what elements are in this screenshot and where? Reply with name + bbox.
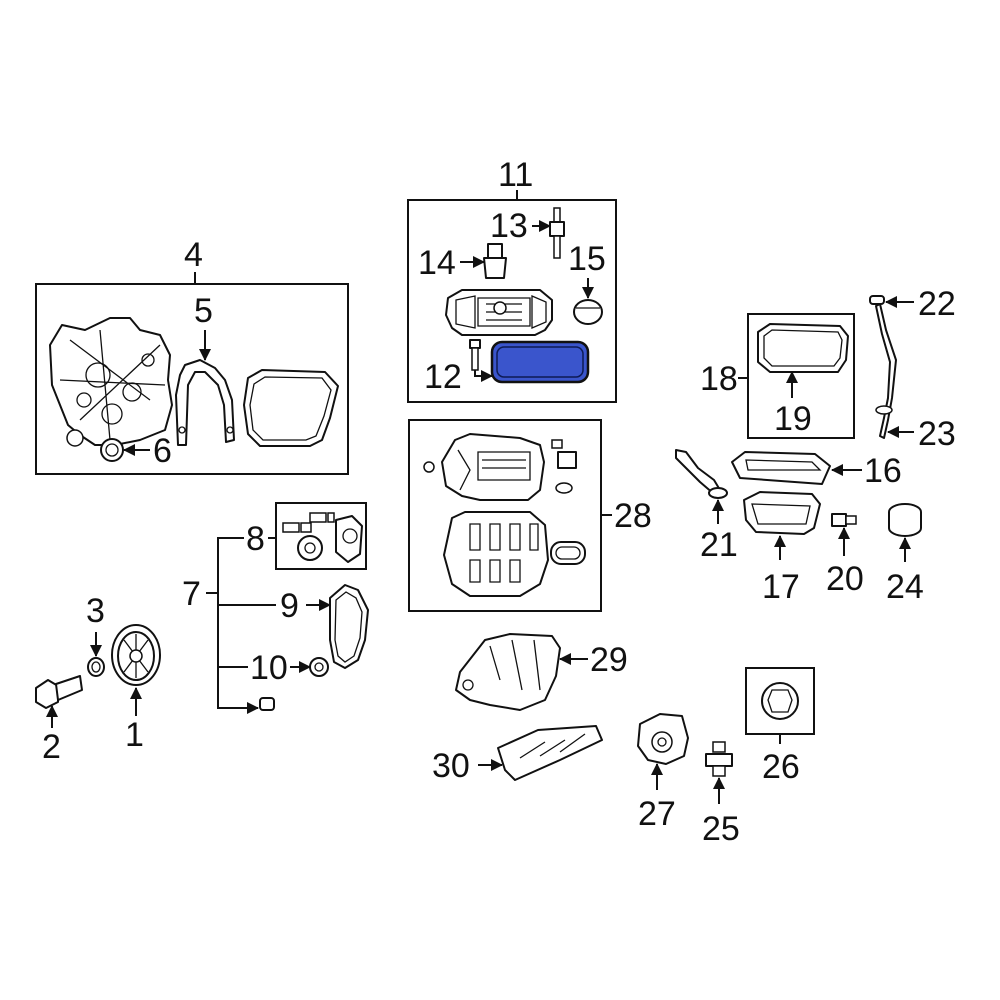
oil-pan-upper-part-16[interactable]: [731, 451, 831, 485]
callout-25: 25: [702, 810, 740, 848]
callout-30: 30: [432, 747, 470, 785]
damper-bolt-part-2[interactable]: [35, 675, 83, 709]
callout-17: 17: [762, 568, 800, 606]
callout-21: 21: [700, 526, 738, 564]
oil-pan-gasket-part-19[interactable]: [757, 323, 849, 373]
callout-18: 18: [700, 360, 738, 398]
callout-23: 23: [918, 415, 956, 453]
callout-labels: 1 2 3 4 5 6 7 8 9 10 11 12 13 14 15 16 1…: [42, 156, 956, 848]
timing-cover-gasket-part[interactable]: [175, 359, 235, 446]
timing-cover-part[interactable]: [49, 317, 173, 447]
callout-15: 15: [568, 240, 606, 278]
oil-filter-part-24[interactable]: [888, 503, 922, 537]
callout-12: 12: [424, 358, 462, 396]
valve-cover-gasket-part-highlighted[interactable]: [490, 340, 590, 384]
intake-manifold-lower-part-28[interactable]: [443, 511, 549, 597]
leader-lines: [46, 190, 914, 804]
callout-19: 19: [774, 400, 812, 438]
valve-cover-part[interactable]: [445, 289, 553, 336]
oil-pan-gasket-part-4[interactable]: [243, 369, 339, 447]
callout-29: 29: [590, 641, 628, 679]
callout-16: 16: [864, 452, 902, 490]
crank-seal-part-6[interactable]: [100, 438, 124, 462]
crankshaft-damper-part-1[interactable]: [111, 624, 161, 686]
dipstick-tube-part-23[interactable]: [875, 303, 897, 439]
callout-2: 2: [42, 728, 61, 766]
bolt-part-12[interactable]: [469, 339, 481, 371]
pcv-valve-part-13[interactable]: [549, 207, 565, 259]
callout-28: 28: [614, 497, 652, 535]
callout-8: 8: [246, 520, 265, 558]
callout-20: 20: [826, 560, 864, 598]
callout-1: 1: [125, 716, 144, 754]
callout-7: 7: [182, 575, 201, 613]
callout-26: 26: [762, 748, 800, 786]
callout-22: 22: [918, 285, 956, 323]
callout-4: 4: [184, 236, 203, 274]
intake-manifold-upper-part-28[interactable]: [423, 433, 545, 501]
callout-13: 13: [490, 207, 528, 245]
callout-14: 14: [418, 244, 456, 282]
manifold-shield-part-30[interactable]: [497, 725, 603, 781]
timing-chain-part-9[interactable]: [329, 584, 369, 669]
callout-9: 9: [280, 587, 299, 625]
dowel-part-7[interactable]: [259, 697, 275, 711]
oil-filler-cap-part-15[interactable]: [573, 299, 603, 325]
group-box-8: [275, 502, 367, 570]
oil-filter-adapter-part-26[interactable]: [761, 682, 799, 720]
grommet-part-14[interactable]: [483, 243, 507, 279]
callout-3: 3: [86, 592, 105, 630]
washer-part-3[interactable]: [87, 657, 105, 677]
drain-plug-part-20[interactable]: [831, 513, 857, 527]
group-box-18: [747, 313, 855, 439]
intake-plenum-part-29[interactable]: [455, 633, 561, 711]
oil-pump-pickup-part-21[interactable]: [675, 449, 728, 499]
timing-tensioner-part-8[interactable]: [282, 512, 363, 563]
callout-6: 6: [153, 432, 172, 470]
group-box-11: [407, 199, 617, 403]
callout-5: 5: [194, 292, 213, 330]
oil-pan-lower-part-17[interactable]: [743, 491, 821, 535]
group-box-4: [35, 283, 349, 475]
callout-27: 27: [638, 795, 676, 833]
water-pump-part-27[interactable]: [637, 713, 689, 765]
sprocket-part-10[interactable]: [309, 657, 329, 677]
oil-pressure-sender-part-25[interactable]: [705, 741, 733, 777]
throttle-sensor-part-28[interactable]: [550, 439, 586, 565]
callout-24: 24: [886, 568, 924, 606]
callout-10: 10: [250, 649, 288, 687]
callout-11: 11: [498, 156, 533, 194]
